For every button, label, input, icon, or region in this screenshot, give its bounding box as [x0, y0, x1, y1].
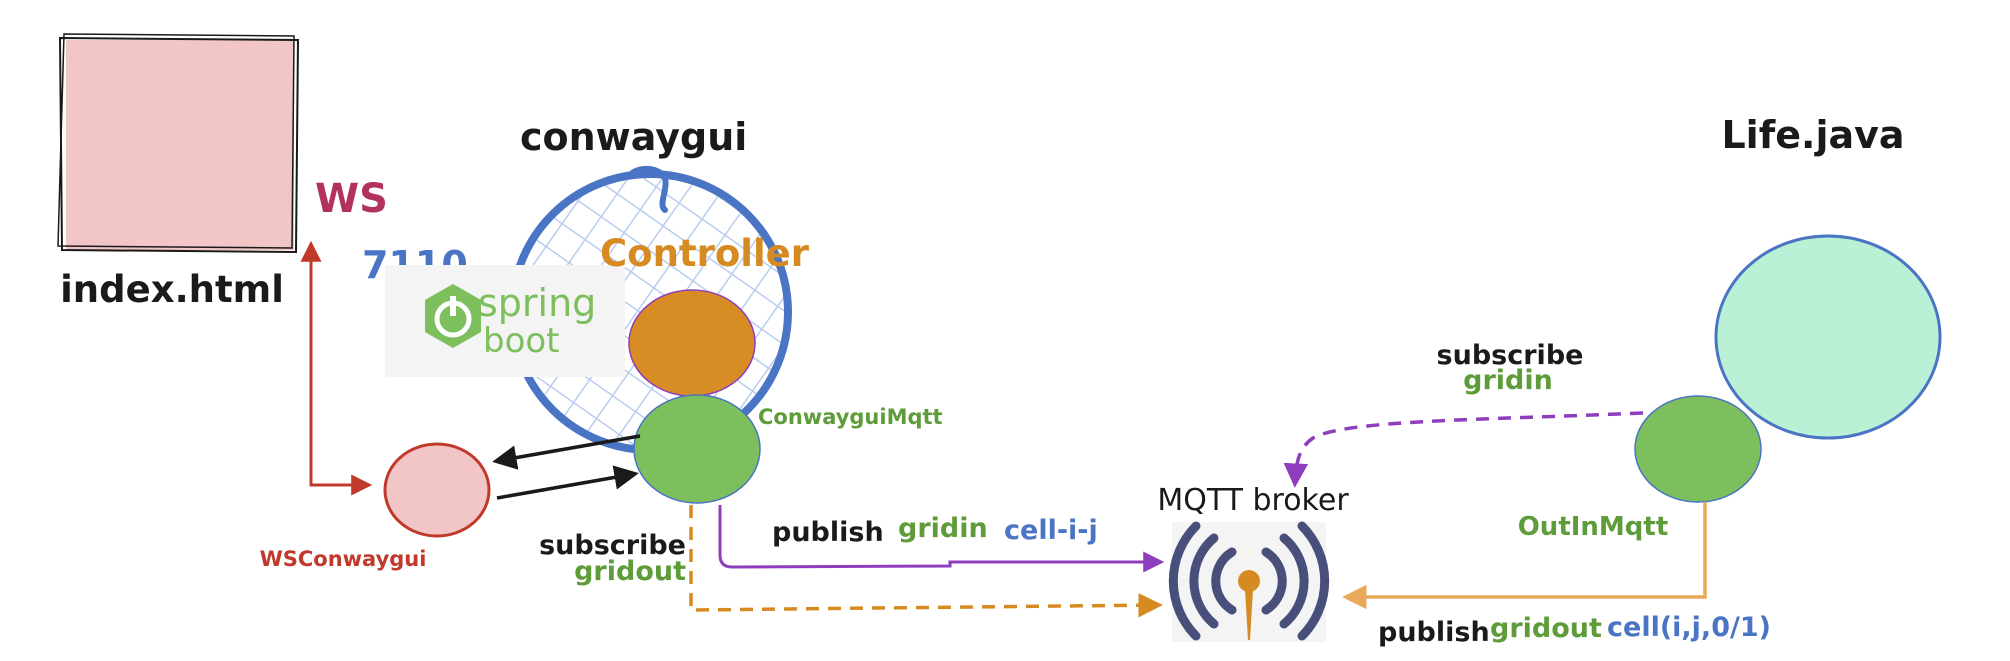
- publish-bottom-label: publish: [1378, 617, 1490, 648]
- subscribe-gridout-arrow: [689, 505, 1163, 618]
- ws-label: WS: [315, 176, 388, 222]
- publish-gridin-arrow: [718, 505, 1165, 573]
- antenna-icon: [1168, 521, 1330, 641]
- boot-label: boot: [483, 321, 560, 361]
- controller-label: Controller: [600, 232, 810, 275]
- publish-gridout-arrow: [1342, 502, 1707, 610]
- subscribe-right-label: subscribe: [1437, 340, 1584, 371]
- cell-ij01-label: cell(i,j,0/1): [1607, 612, 1771, 643]
- spring-label: spring: [478, 281, 596, 325]
- power-icon: [425, 284, 481, 348]
- conwaygui-mqtt-label: ConwayguiMqtt: [758, 405, 943, 429]
- ws-connection-arrow: [300, 240, 373, 496]
- life-java-label: Life.java: [1721, 113, 1904, 157]
- index-html-label: index.html: [60, 268, 284, 311]
- conwaygui-label: conwaygui: [520, 115, 747, 159]
- outin-mqtt-label: OutInMqtt: [1518, 512, 1669, 542]
- subscribe-gridin-arrow: [1283, 411, 1644, 488]
- gridin-top-label: gridin: [898, 513, 988, 544]
- gridin-right-label: gridin: [1463, 365, 1553, 396]
- gridout-left-label: gridout: [574, 556, 686, 587]
- outin-mqtt-node: [1634, 395, 1762, 503]
- ws-conwaygui-label: WSConwaygui: [260, 547, 427, 571]
- mqtt-broker-label: MQTT broker: [1157, 483, 1349, 518]
- publish-top-label: publish: [772, 517, 884, 548]
- conwaygui-mqtt-node: [633, 394, 761, 504]
- mqtt-to-ws-arrow: [492, 434, 641, 470]
- ws-conwaygui-node: [383, 442, 491, 538]
- gridout-bottom-label: gridout: [1490, 613, 1602, 644]
- controller-node: [628, 289, 756, 397]
- subscribe-left-label: subscribe: [539, 530, 686, 561]
- index-html-page: [57, 33, 300, 254]
- spring-boot-logo: spring boot: [385, 265, 625, 377]
- mqtt-broker: [1168, 521, 1330, 642]
- life-java-node: [1714, 234, 1942, 440]
- cell-ij-label: cell-i-j: [1004, 515, 1098, 546]
- ws-to-mqtt-arrow: [496, 465, 639, 500]
